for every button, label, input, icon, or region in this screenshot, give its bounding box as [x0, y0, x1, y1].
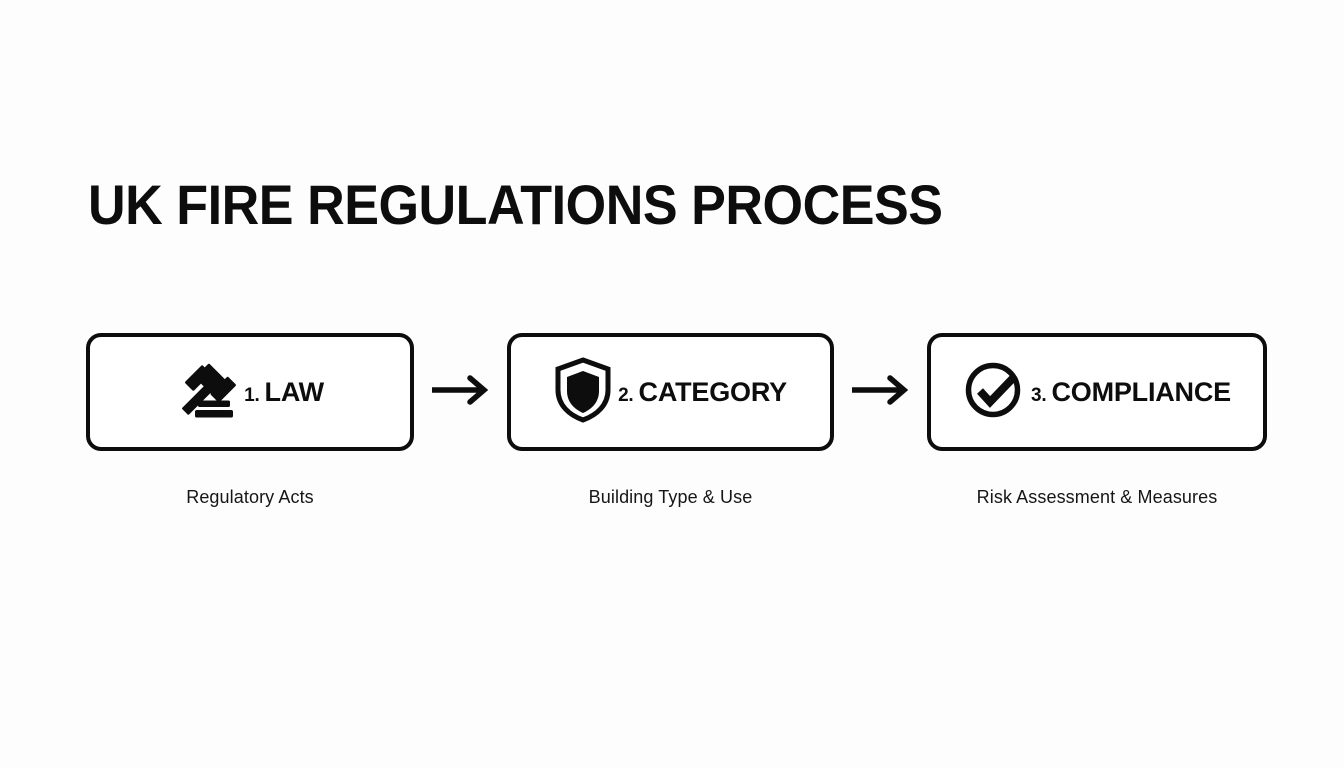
- step-number-3: 3.: [1031, 384, 1047, 406]
- connector-1: [414, 333, 507, 451]
- process-flow: 1. LAW: [86, 333, 1267, 451]
- page-title: UK FIRE REGULATIONS PROCESS: [88, 173, 943, 236]
- connector-2: [834, 333, 927, 451]
- step-label-law: 1. LAW: [244, 377, 324, 408]
- step-title-3: COMPLIANCE: [1051, 376, 1231, 407]
- caption-law: Regulatory Acts: [186, 486, 314, 507]
- step-title-2: CATEGORY: [638, 376, 788, 407]
- gavel-icon: [176, 359, 238, 426]
- step-box-category[interactable]: 2. CATEGORY: [507, 333, 834, 451]
- arrow-right-icon: [430, 373, 492, 412]
- step-box-law[interactable]: 1. LAW: [86, 333, 414, 451]
- step-label-category: 2. CATEGORY: [618, 377, 787, 408]
- step-content-compliance: 3. COMPLIANCE: [963, 359, 1231, 426]
- caption-compliance: Risk Assessment & Measures: [976, 486, 1218, 507]
- check-circle-icon: [963, 359, 1025, 426]
- shield-icon: [554, 356, 612, 428]
- step-label-compliance: 3. COMPLIANCE: [1031, 377, 1231, 408]
- step-number-1: 1.: [244, 384, 260, 406]
- step-content-category: 2. CATEGORY: [554, 356, 787, 428]
- step-number-2: 2.: [618, 384, 634, 406]
- step-box-compliance[interactable]: 3. COMPLIANCE: [927, 333, 1267, 451]
- step-content-law: 1. LAW: [176, 359, 324, 426]
- step-title-1: LAW: [264, 376, 325, 407]
- caption-row: Regulatory Acts Building Type & Use Risk…: [86, 482, 1267, 512]
- caption-category: Building Type & Use: [588, 486, 753, 507]
- arrow-right-icon: [850, 373, 912, 412]
